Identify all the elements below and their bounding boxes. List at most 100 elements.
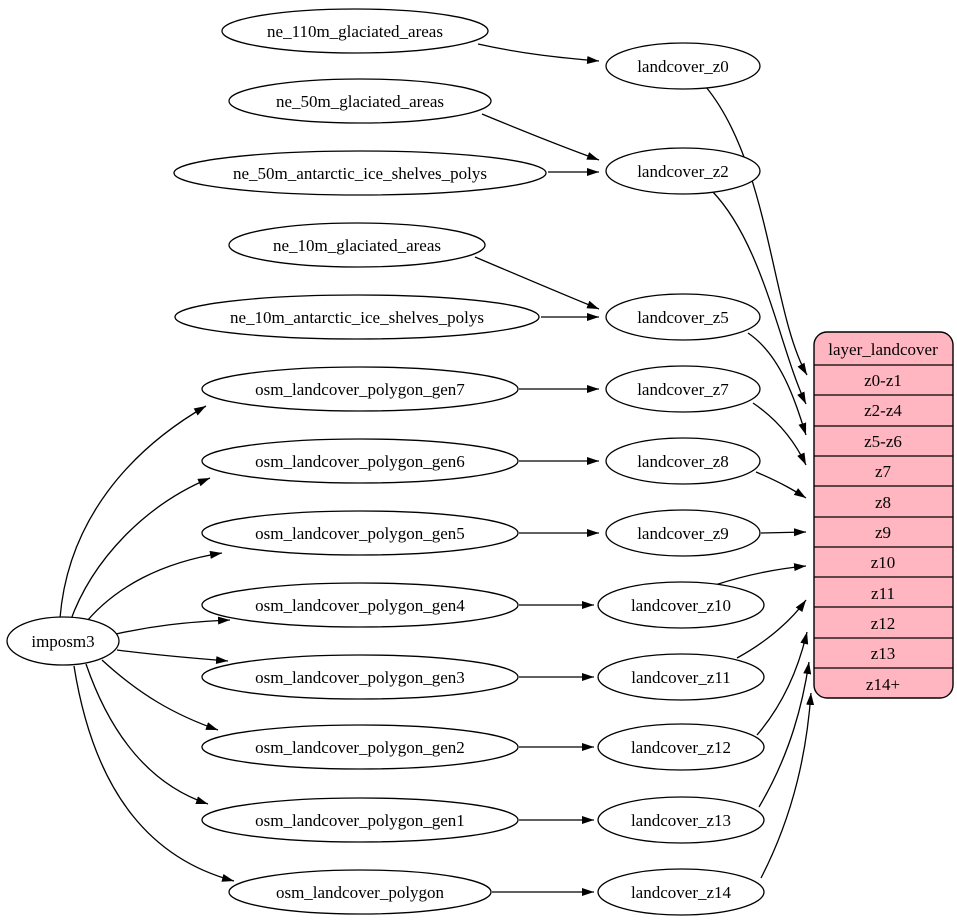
edge-z2-row-z2-z4 xyxy=(711,190,807,405)
node-shape xyxy=(221,8,489,54)
node-shape xyxy=(173,150,547,196)
node-shape xyxy=(597,653,765,701)
table-row-z5-z6: z5-z6 xyxy=(864,432,902,451)
node-ne-50m-glaciated-areas: ne_50m_glaciated_areas xyxy=(228,78,492,124)
node-shape xyxy=(605,365,761,413)
node-label: osm_landcover_polygon_gen5 xyxy=(255,524,465,543)
table-row-z11: z11 xyxy=(871,584,895,603)
node-osm-landcover-polygon-gen2: osm_landcover_polygon_gen2 xyxy=(201,724,519,770)
table-row-z0-z1: z0-z1 xyxy=(864,371,902,390)
node-label: landcover_z7 xyxy=(637,380,729,399)
node-landcover-z12: landcover_z12 xyxy=(597,723,765,771)
node-shape xyxy=(201,582,519,628)
edge-imposm3-polygon xyxy=(73,665,235,882)
node-imposm3-shape xyxy=(6,616,120,666)
edge-z14-row-z14plus xyxy=(760,692,815,879)
node-shape xyxy=(605,293,761,341)
node-ne-10m-glaciated-areas: ne_10m_glaciated_areas xyxy=(228,222,486,268)
edge-z11-row-z11 xyxy=(736,599,807,659)
node-label: osm_landcover_polygon_gen2 xyxy=(255,738,465,757)
node-landcover-z13: landcover_z13 xyxy=(597,796,765,844)
node-osm-landcover-polygon-gen3: osm_landcover_polygon_gen3 xyxy=(201,654,519,700)
node-landcover-z7: landcover_z7 xyxy=(605,365,761,413)
node-label: landcover_z11 xyxy=(631,668,730,687)
node-osm-landcover-polygon-gen1: osm_landcover_polygon_gen1 xyxy=(201,797,519,843)
node-label: ne_10m_antarctic_ice_shelves_polys xyxy=(230,308,484,327)
edge-ne110m-z0 xyxy=(477,43,600,65)
edge-imposm3-gen2 xyxy=(101,659,219,731)
node-shape xyxy=(201,654,519,700)
node-landcover-z9: landcover_z9 xyxy=(605,509,761,557)
node-osm-landcover-polygon-gen7: osm_landcover_polygon_gen7 xyxy=(201,366,519,412)
edge-imposm3-gen6 xyxy=(69,477,211,623)
node-label: osm_landcover_polygon_gen1 xyxy=(255,811,465,830)
node-landcover-z2: landcover_z2 xyxy=(605,147,761,195)
node-ne-10m-antarctic-ice-shelves-polys: ne_10m_antarctic_ice_shelves_polys xyxy=(174,294,540,340)
edge-imposm3-gen5 xyxy=(81,550,223,628)
node-osm-landcover-polygon-gen5: osm_landcover_polygon_gen5 xyxy=(201,510,519,556)
node-landcover-z10: landcover_z10 xyxy=(597,581,765,629)
node-shape xyxy=(597,868,765,916)
node-landcover-z11: landcover_z11 xyxy=(597,653,765,701)
node-shape xyxy=(605,437,761,485)
node-shape xyxy=(597,581,765,629)
edge-z13-row-z13 xyxy=(758,661,812,808)
edge-imposm3-gen7 xyxy=(59,405,207,619)
node-shape xyxy=(201,510,519,556)
node-imposm3: imposm3 xyxy=(6,616,120,666)
node-osm-landcover-polygon-gen4: osm_landcover_polygon_gen4 xyxy=(201,582,519,628)
edge-z10-row-z10 xyxy=(714,563,807,586)
table-title: layer_landcover xyxy=(828,340,938,359)
edge-imposm3-gen3 xyxy=(116,649,229,665)
node-shape xyxy=(605,42,761,90)
node-osm-landcover-polygon-gen6: osm_landcover_polygon_gen6 xyxy=(201,438,519,484)
edge-z0-row-z0-z1 xyxy=(705,86,808,376)
table-row-z13: z13 xyxy=(871,644,896,663)
node-imposm3-label: imposm3 xyxy=(31,632,94,651)
node-label: landcover_z5 xyxy=(637,308,729,327)
node-landcover-z0: landcover_z0 xyxy=(605,42,761,90)
node-ne-50m-antarctic-ice-shelves-polys: ne_50m_antarctic_ice_shelves_polys xyxy=(173,150,547,196)
node-shape xyxy=(228,78,492,124)
node-shape xyxy=(201,797,519,843)
edge-z8-row-z8 xyxy=(755,471,807,499)
node-label: ne_50m_antarctic_ice_shelves_polys xyxy=(233,164,487,183)
table-row-z10: z10 xyxy=(871,553,896,572)
node-landcover-z14: landcover_z14 xyxy=(597,868,765,916)
node-label: osm_landcover_polygon_gen6 xyxy=(255,452,465,471)
node-label: landcover_z13 xyxy=(631,811,731,830)
table-row-z12: z12 xyxy=(871,614,896,633)
edge-z12-row-z12 xyxy=(756,631,809,736)
node-shape xyxy=(201,438,519,484)
edge-imposm3-gen1 xyxy=(85,663,209,805)
node-shape xyxy=(228,222,486,268)
table-row-z2-z4: z2-z4 xyxy=(864,401,902,420)
node-label: ne_50m_glaciated_areas xyxy=(276,92,444,111)
node-label: landcover_z12 xyxy=(631,738,731,757)
table-row-z9: z9 xyxy=(875,523,891,542)
table-row-z8: z8 xyxy=(875,493,891,512)
node-label: osm_landcover_polygon_gen4 xyxy=(255,596,465,615)
node-shape xyxy=(201,366,519,412)
node-label: landcover_z9 xyxy=(637,524,729,543)
node-label: landcover_z10 xyxy=(631,596,731,615)
node-label: landcover_z8 xyxy=(637,452,729,471)
node-shape xyxy=(228,869,492,915)
node-label: ne_10m_glaciated_areas xyxy=(273,236,441,255)
node-shape xyxy=(174,294,540,340)
node-label: landcover_z2 xyxy=(637,162,729,181)
node-landcover-z5: landcover_z5 xyxy=(605,293,761,341)
edge-imposm3-gen4 xyxy=(115,616,231,635)
node-label: landcover_z14 xyxy=(631,883,732,902)
node-ne-110m-glaciated-areas: ne_110m_glaciated_areas xyxy=(221,8,489,54)
node-shape xyxy=(605,147,761,195)
node-shape xyxy=(597,723,765,771)
table-row-z7: z7 xyxy=(875,462,892,481)
edge-ne50m-glaciated-z2 xyxy=(481,113,600,161)
edge-z5-row-z5-z6 xyxy=(747,332,807,436)
edge-ne10m-glaciated-z5 xyxy=(474,256,600,310)
node-label: osm_landcover_polygon_gen7 xyxy=(255,380,465,399)
edge-z9-row-z9 xyxy=(760,528,807,537)
layer-landcover-table: layer_landcover z0-z1 z2-z4 z5-z6 z7 z8 … xyxy=(813,331,954,699)
table-row-z14plus: z14+ xyxy=(866,675,900,694)
